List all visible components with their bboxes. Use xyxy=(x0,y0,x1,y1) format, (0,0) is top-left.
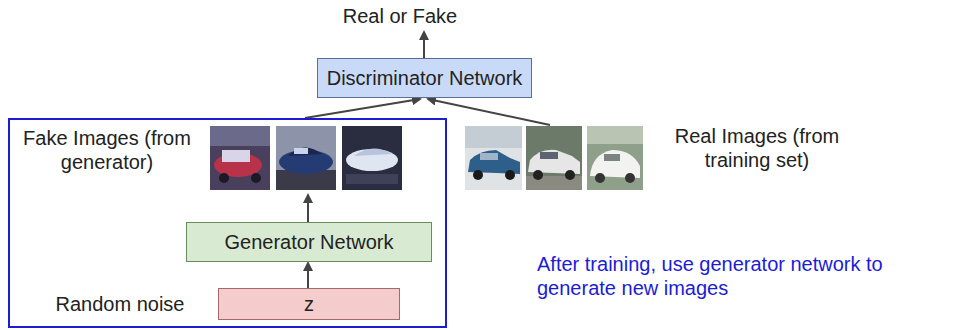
output-label: Real or Fake xyxy=(300,4,500,28)
real-image xyxy=(526,126,582,190)
real-images-label: Real Images (from training set) xyxy=(652,124,862,172)
fake-image xyxy=(210,126,270,190)
noise-box: z xyxy=(218,288,400,320)
noise-caption: Random noise xyxy=(32,292,208,316)
group-caption: Fake Images (from generator) xyxy=(14,126,200,174)
box-text: z xyxy=(304,292,314,316)
discriminator-box: Discriminator Network xyxy=(317,58,533,98)
generate-arrow xyxy=(307,195,309,222)
fake-image xyxy=(342,126,402,190)
real-image xyxy=(465,126,522,190)
real-image xyxy=(587,126,643,190)
box-text: Generator Network xyxy=(225,230,394,254)
note-text: After training, use generator network to… xyxy=(537,252,957,300)
generator-region: Fake Images (from generator) Random noise… xyxy=(8,118,447,328)
connector-arrow xyxy=(305,99,420,118)
box-text: Discriminator Network xyxy=(327,66,523,90)
fake-image xyxy=(276,126,336,190)
connector-arrow xyxy=(307,263,309,288)
generator-box: Generator Network xyxy=(186,222,432,262)
output-arrow xyxy=(423,32,425,58)
